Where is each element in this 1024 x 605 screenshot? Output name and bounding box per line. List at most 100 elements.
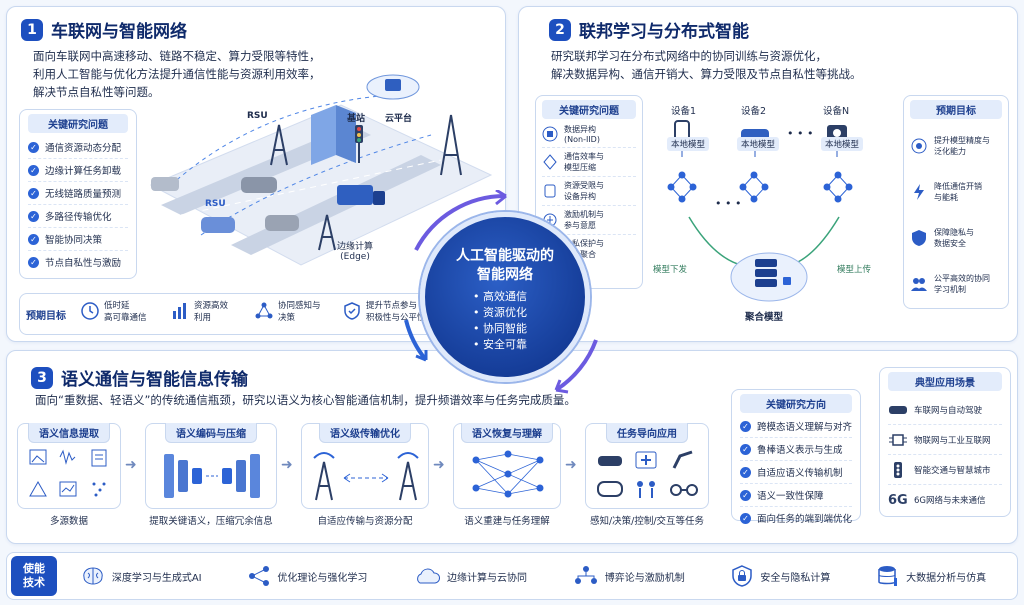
- check-icon: ✓: [28, 141, 39, 153]
- list-item: ✓鲁棒语义表示与生成: [740, 438, 852, 461]
- center-item: • 协同智能: [473, 322, 527, 335]
- tech-item: 边缘计算与云协同: [413, 564, 527, 588]
- section1-goals: 预期目标 低时延 高可靠通信 资源高效 利用 协同感知与 决策 提升节点参与 积…: [19, 293, 439, 335]
- goal-item: 资源高效 利用: [170, 299, 240, 323]
- device-label: 设备N: [823, 106, 850, 117]
- goal-item: 低时延 高可靠通信: [80, 299, 156, 323]
- section2-title: 联邦学习与分布式智能: [579, 22, 749, 42]
- section1-panel: 1 车联网与智能网络 面向车联网中高速移动、链路不稳定、算力受限等特性， 利用人…: [6, 6, 506, 342]
- image-icon: [29, 449, 47, 465]
- goal-item: 降低通信开销 与能耗: [910, 169, 1002, 215]
- task-icons: [597, 450, 698, 498]
- iot-icon: [888, 432, 908, 448]
- section3-research-directions: 关键研究方向 ✓跨模态语义理解与对齐 ✓鲁棒语义表示与生成 ✓自适应语义传输机制…: [731, 389, 861, 525]
- arrow-right-icon: ➜: [125, 457, 137, 473]
- chart-icon: [59, 481, 77, 497]
- stage-caption: 语义重建与任务理解: [464, 516, 550, 527]
- section2-number: 2: [549, 18, 571, 41]
- building-icon: [311, 105, 356, 165]
- list-item: 数据异构 (Non-IID): [542, 121, 636, 148]
- check-icon: ✓: [740, 443, 751, 455]
- list-item: ✓跨模态语义理解与对齐: [740, 415, 852, 438]
- device-label: 设备1: [671, 106, 697, 117]
- section1-title: 车联网与智能网络: [51, 22, 187, 42]
- vehicular-network-illustration: [149, 74, 493, 266]
- goals-label: 预期目标: [26, 311, 66, 322]
- people-network-icon: [573, 565, 599, 587]
- section2-description: 研究联邦学习在分布式网络中的协同训练与资源优化， 解决数据异构、通信开销大、算力…: [551, 47, 931, 83]
- stage-semantic-recovery: 语义恢复与理解: [453, 423, 561, 509]
- database-icon: [876, 564, 900, 588]
- robot-arm-icon: [672, 450, 693, 469]
- list-item: 车联网与自动驾驶: [888, 395, 1002, 425]
- 6g-icon: 6G: [888, 492, 908, 508]
- glasses-icon: [670, 484, 698, 496]
- list-item: ✓自适应语义传输机制: [740, 461, 852, 484]
- list-item: ✓语义一致性保障: [740, 484, 852, 507]
- section1-desc-line: 面向车联网中高速移动、链路不稳定、算力受限等特性，: [33, 49, 321, 63]
- section2-goals: 预期目标 提升模型精度与 泛化能力 降低通信开销 与能耗 保障隐私与 数据安全 …: [903, 95, 1009, 309]
- center-core-circle: 人工智能驱动的 智能网络 • 高效通信 • 资源优化 • 协同智能 • 安全可靠: [420, 212, 590, 382]
- enabling-tech-list: 深度学习与生成式AI 优化理论与强化学习 边缘计算与云协同 博弈论与激励机制 安…: [57, 564, 1017, 588]
- model-down-label: 模型下发: [653, 265, 688, 275]
- section3-panel: 3 语义通信与智能信息传输 面向“重数据、轻语义”的传统通信瓶颈，研究以语义为核…: [6, 350, 1018, 544]
- center-item: • 安全可靠: [473, 338, 527, 351]
- list-item: 通信效率与 模型压缩: [542, 148, 636, 177]
- encoder-decoder-icon: [164, 454, 260, 498]
- transmission-icon: [313, 452, 419, 501]
- stage-title: 任务导向应用: [606, 423, 688, 443]
- scatter-icon: [92, 482, 106, 497]
- section2-panel: 2 联邦学习与分布式智能 研究联邦学习在分布式网络中的协同训练与资源优化， 解决…: [518, 6, 1018, 342]
- multi-source-data-icons: [29, 449, 107, 497]
- check-icon: ✓: [28, 187, 39, 199]
- cycle-arrows: [404, 190, 598, 394]
- section3-application-scenarios: 典型应用场景 车联网与自动驾驶 物联网与工业互联网 智能交通与智慧城市 6G 6…: [879, 367, 1011, 517]
- section2-desc-line: 解决数据异构、通信开销大、算力受限及节点自私性等挑战。: [551, 67, 862, 81]
- goal-item: 协同感知与 决策: [254, 299, 328, 323]
- local-model-label: 本地模型: [737, 137, 780, 151]
- graph-icon: [247, 565, 271, 587]
- neural-net-icon: [667, 171, 853, 203]
- list-item: 激励机制与 参与意愿: [542, 206, 636, 235]
- aggregated-model-label: 聚合模型: [745, 312, 784, 323]
- model-up-label: 模型上传: [837, 265, 872, 275]
- enabling-tag: 使能 技术: [11, 556, 57, 596]
- check-icon: ✓: [28, 256, 39, 268]
- stage-semantic-extraction: 语义信息提取: [17, 423, 121, 509]
- base-station-label: 基站: [347, 114, 366, 124]
- edge-computing-label: 边缘计算 (Edge): [337, 242, 374, 262]
- audio-icon: [59, 449, 76, 465]
- cloud-icon: [366, 74, 420, 100]
- stage-caption: 提取关键语义，压缩冗余信息: [149, 516, 273, 527]
- list-item: ✓节点自私性与激励: [28, 251, 128, 273]
- ellipsis: • • •: [715, 197, 742, 210]
- goals-title: 预期目标: [910, 100, 1002, 119]
- traffic-light-icon: [888, 461, 908, 479]
- rsu-label: RSU: [247, 111, 268, 121]
- device-icon: [542, 183, 558, 199]
- stage-caption: 多源数据: [49, 516, 88, 527]
- car-icon: [888, 403, 908, 417]
- list-item: 6G 6G网络与未来通信: [888, 492, 986, 508]
- key-problems-list: ✓通信资源动态分配 ✓边缘计算任务卸载 ✓无线链路质量预测 ✓多路径传输优化 ✓…: [28, 136, 128, 273]
- stage-semantic-transmission: 语义级传输优化: [301, 423, 429, 509]
- target-icon: [910, 137, 928, 155]
- center-item: • 资源优化: [473, 306, 527, 319]
- ellipsis: • • •: [787, 127, 814, 140]
- bar-chart-icon: [170, 301, 190, 321]
- tech-item: 安全与隐私计算: [730, 564, 830, 588]
- center-title: 人工智能驱动的 智能网络: [456, 248, 554, 283]
- check-icon: ✓: [740, 466, 751, 478]
- goal-item: 提升节点参与 积极性与公平性: [342, 299, 452, 323]
- list-item: 物联网与工业互联网: [888, 425, 1002, 455]
- center-items: • 高效通信 • 资源优化 • 协同智能 • 安全可靠: [425, 289, 585, 353]
- check-icon: ✓: [28, 210, 39, 222]
- enabling-tech-bar: 使能 技术 深度学习与生成式AI 优化理论与强化学习 边缘计算与云协同 博弈论与…: [6, 552, 1018, 600]
- clock-icon: [80, 301, 100, 321]
- device-label: 设备2: [741, 106, 767, 117]
- cloud-platform-label: 云平台: [385, 114, 413, 124]
- stage-caption: 自适应传输与资源分配: [317, 516, 413, 527]
- directions-list: ✓跨模态语义理解与对齐 ✓鲁棒语义表示与生成 ✓自适应语义传输机制 ✓语义一致性…: [740, 415, 852, 529]
- server-cloud-icon: [730, 252, 808, 302]
- center-item: • 高效通信: [473, 290, 527, 303]
